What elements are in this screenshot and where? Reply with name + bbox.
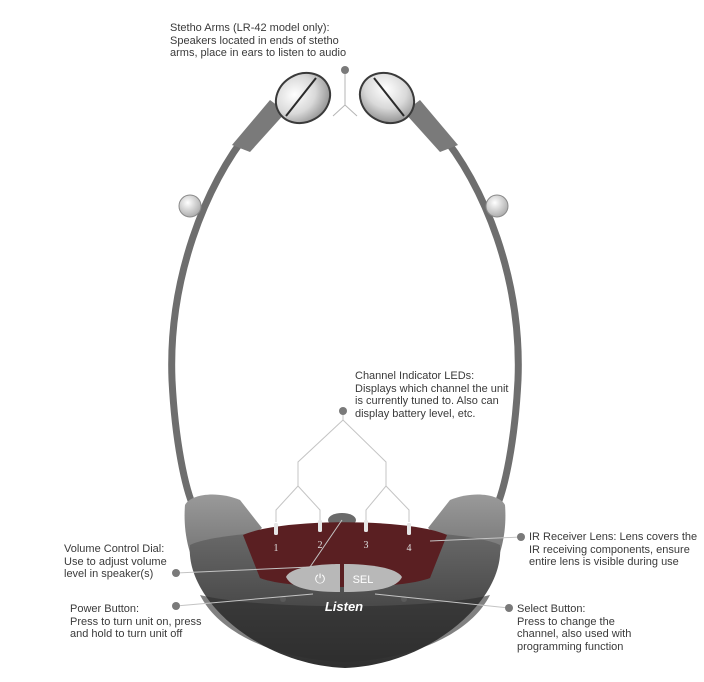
volume-callout-line-2: Use to adjust volume xyxy=(64,555,167,568)
right-earpiece xyxy=(358,71,416,125)
led-callout-line-4: display battery level, etc. xyxy=(355,407,476,420)
stetho-callout-line-2: Speakers located in ends of stetho xyxy=(170,34,339,47)
ir-callout-line-2: IR receiving components, ensure xyxy=(529,543,690,556)
led-number-3: 3 xyxy=(364,540,369,551)
led-callout: Channel Indicator LEDs: Displays which c… xyxy=(355,370,508,420)
stetho-callout-line-3: arms, place in ears to listen to audio xyxy=(170,47,347,59)
power-icon: ⏻ xyxy=(315,572,325,587)
left-arm xyxy=(168,126,254,514)
volume-callout-line-3: level in speaker(s) xyxy=(64,568,154,580)
right-arm xyxy=(434,126,522,514)
stetho-arms-callout: Stetho Arms (LR-42 model only): Speakers… xyxy=(170,22,346,60)
right-arm-joint xyxy=(485,194,509,218)
power-callout: Power Button: Press to turn unit on, pre… xyxy=(70,603,201,641)
select-leader-dot xyxy=(505,604,513,612)
left-body-dot xyxy=(280,596,286,602)
power-callout-line-2: Press to turn unit on, press xyxy=(70,615,202,628)
stetho-callout-line-1: Stetho Arms (LR-42 model only): xyxy=(170,22,330,34)
left-ear-sleeve xyxy=(232,100,286,152)
stetho-leader xyxy=(332,70,358,117)
led-callout-line-2: Displays which channel the unit xyxy=(355,382,509,395)
led-4 xyxy=(407,523,411,535)
select-leader xyxy=(374,593,510,609)
led-number-2: 2 xyxy=(318,540,323,551)
led-leader-tree xyxy=(275,412,410,522)
power-callout-line-3: and hold to turn unit off xyxy=(70,628,183,640)
select-callout: Select Button: Press to change the chann… xyxy=(517,603,631,653)
led-3 xyxy=(364,520,368,532)
led-number-1: 1 xyxy=(274,543,279,554)
ir-callout-line-1: IR Receiver Lens: Lens covers the xyxy=(529,531,698,543)
receiver-body: 1 2 3 4 ⏻ SEL Listen xyxy=(184,494,506,668)
stetho-leader-dot xyxy=(341,66,349,74)
power-button[interactable] xyxy=(286,564,340,592)
led-leader-dot xyxy=(339,407,347,415)
select-button[interactable] xyxy=(344,564,402,592)
sel-label: SEL xyxy=(353,574,374,586)
select-callout-line-1: Select Button: xyxy=(517,603,586,615)
power-leader-dot xyxy=(172,602,180,610)
ir-leader xyxy=(429,536,522,542)
stetho-arms xyxy=(168,100,522,514)
volume-callout: Volume Control Dial: Use to adjust volum… xyxy=(64,543,167,581)
volume-leader-dot xyxy=(172,569,180,577)
power-callout-line-1: Power Button: xyxy=(70,603,140,615)
body-band xyxy=(200,595,490,662)
select-callout-line-4: programming function xyxy=(517,640,624,653)
led-1 xyxy=(274,523,278,535)
left-earpiece xyxy=(274,71,332,125)
led-callout-line-3: is currently tuned to. Also can xyxy=(355,395,499,407)
volume-callout-line-1: Volume Control Dial: xyxy=(64,543,165,555)
power-leader xyxy=(175,593,314,607)
brand-logo: Listen xyxy=(325,599,363,614)
volume-leader xyxy=(175,519,343,574)
ir-leader-dot xyxy=(517,533,525,541)
left-arm-joint xyxy=(178,194,202,218)
led-2 xyxy=(318,520,322,532)
ir-callout-line-3: entire lens is visible during use xyxy=(529,556,679,568)
led-number-4: 4 xyxy=(407,543,412,554)
select-callout-line-3: channel, also used with xyxy=(517,628,632,640)
right-ear-sleeve xyxy=(404,100,458,152)
led-callout-line-1: Channel Indicator LEDs: xyxy=(355,370,475,382)
ir-callout: IR Receiver Lens: Lens covers the IR rec… xyxy=(529,531,697,569)
select-callout-line-2: Press to change the xyxy=(517,615,615,628)
